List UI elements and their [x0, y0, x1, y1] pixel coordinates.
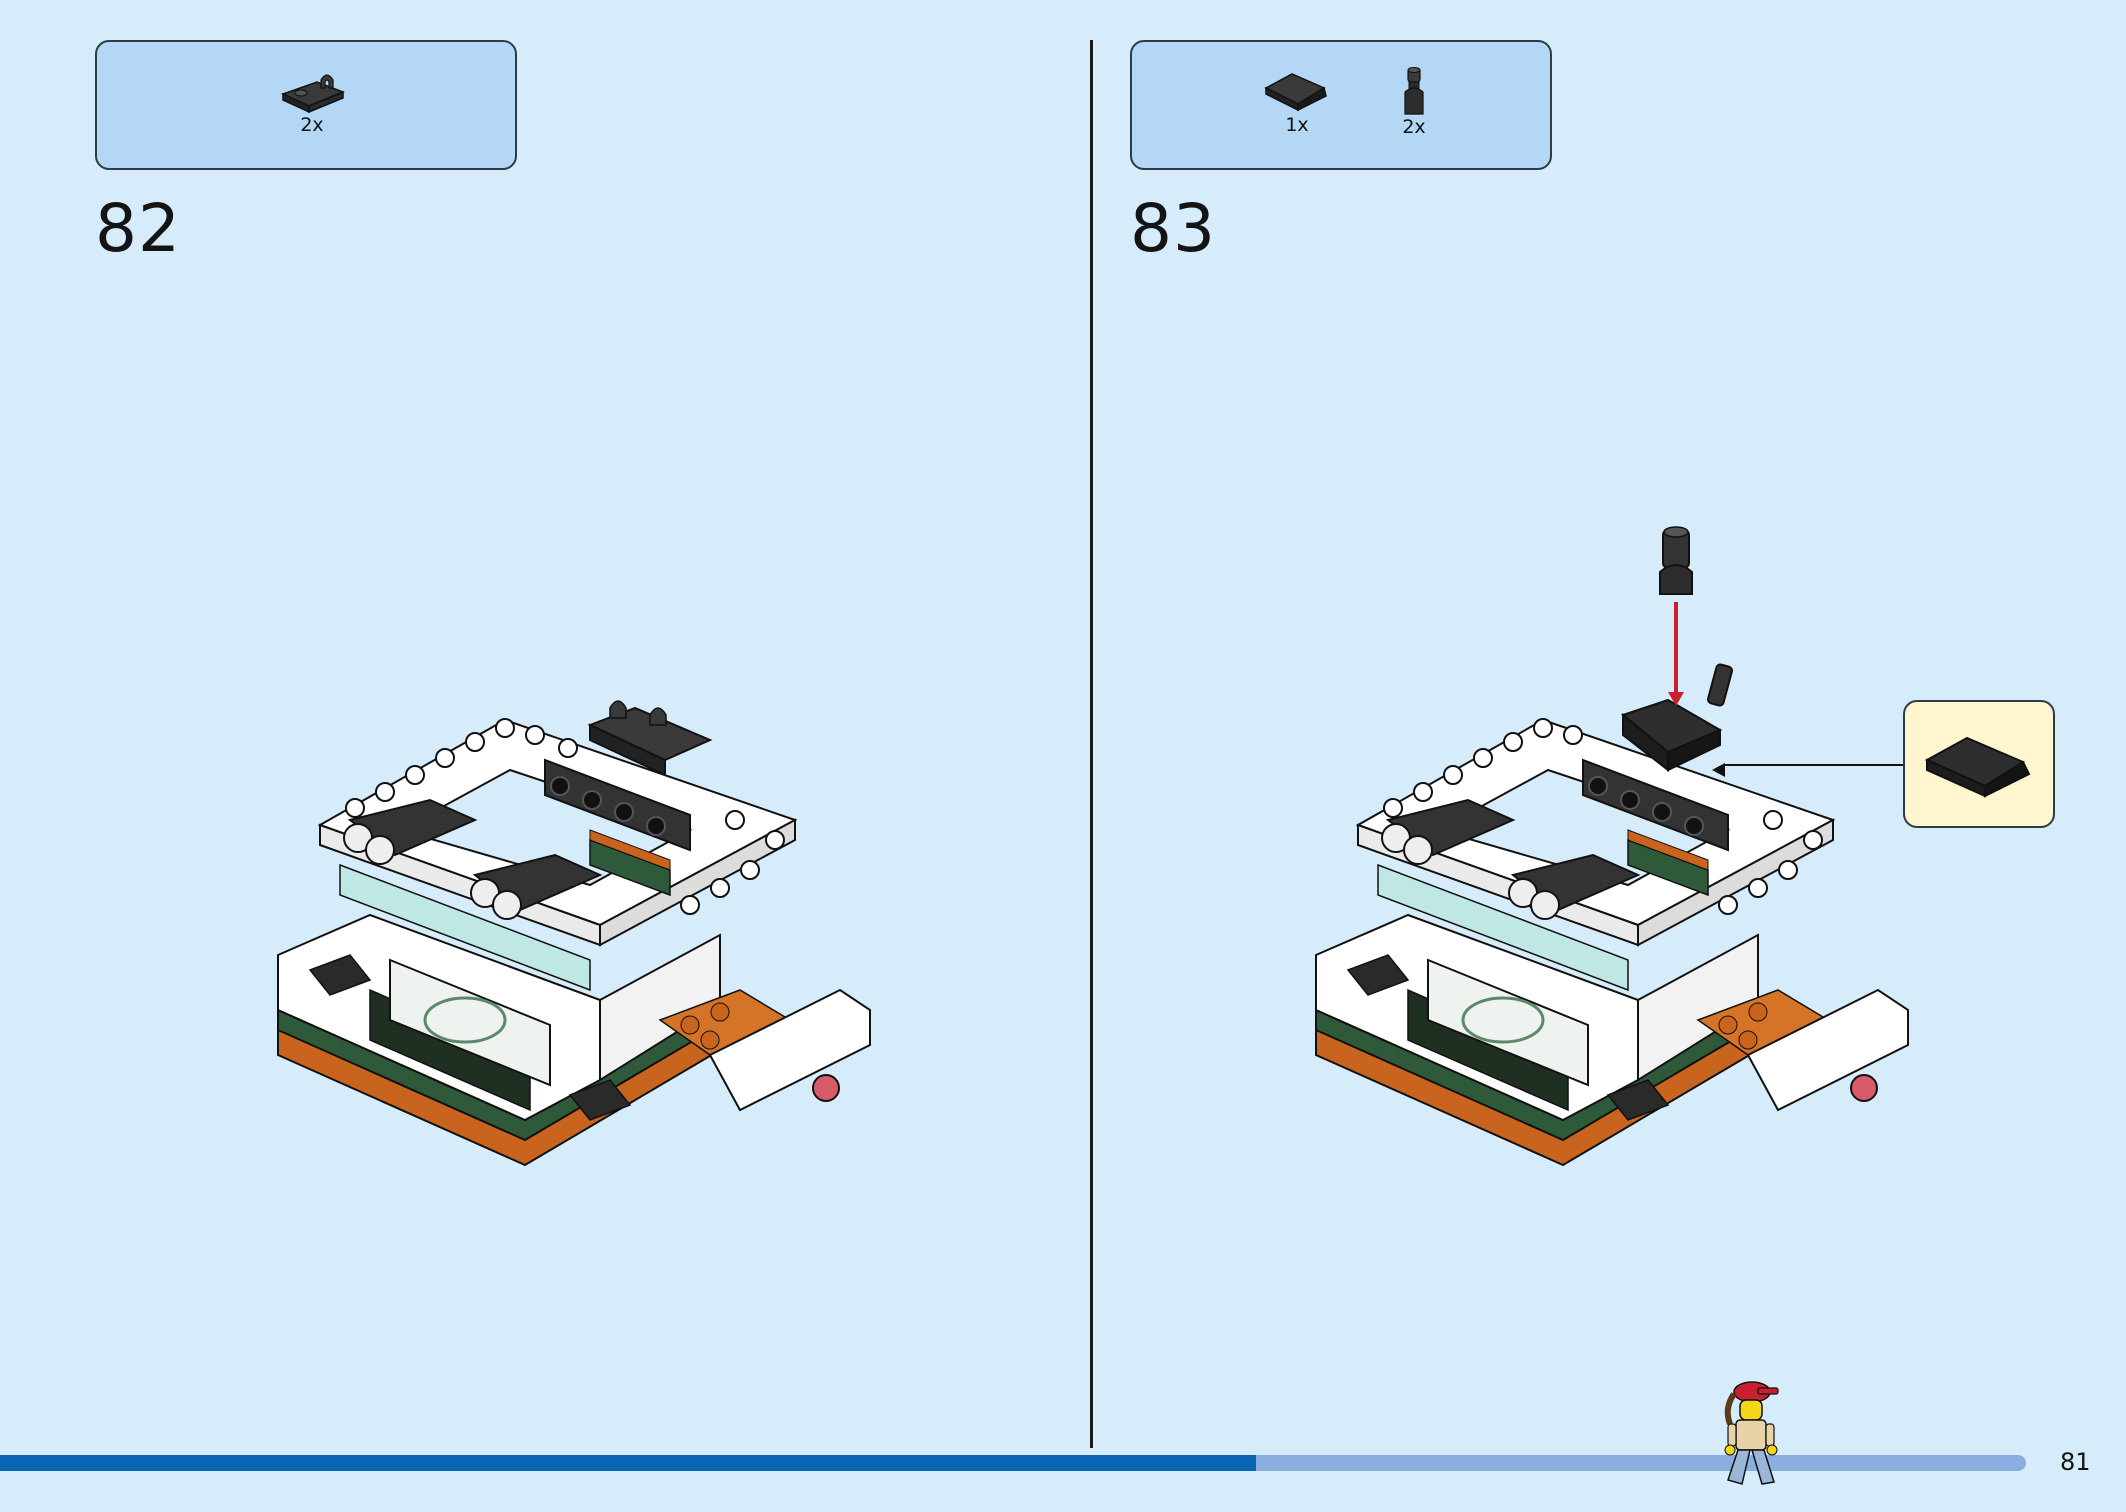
page-divider	[1090, 40, 1093, 1448]
parts-list-step-83: 1x 2x	[1130, 40, 1552, 170]
model-illustration-step-83	[1315, 526, 1909, 1167]
bar-holder-clip-icon	[1404, 67, 1424, 115]
step-number-82: 82	[95, 190, 181, 267]
parts-list-step-82: 2x	[95, 40, 517, 170]
part-plate-clip: 2x	[272, 68, 352, 136]
plate-clip-icon	[281, 74, 346, 114]
part-bar-holder-clip: 2x	[1384, 66, 1444, 138]
part-qty: 1x	[1285, 114, 1309, 136]
callout-connector	[1725, 764, 1903, 766]
minifigure-icon	[1724, 1381, 1779, 1485]
progress-bar	[0, 1455, 2026, 1471]
part-qty: 2x	[300, 114, 324, 136]
part-slope-tile: 1x	[1252, 66, 1342, 136]
part-qty: 2x	[1402, 116, 1426, 138]
progress-fill	[0, 1455, 1257, 1471]
callout-new-part	[1903, 700, 2055, 828]
model-illustration-step-82	[277, 700, 871, 1167]
step-number-83: 83	[1130, 190, 1216, 267]
slope-tile-icon	[1924, 736, 2031, 798]
slope-tile-icon	[1264, 73, 1327, 112]
page-number: 81	[2060, 1448, 2091, 1476]
